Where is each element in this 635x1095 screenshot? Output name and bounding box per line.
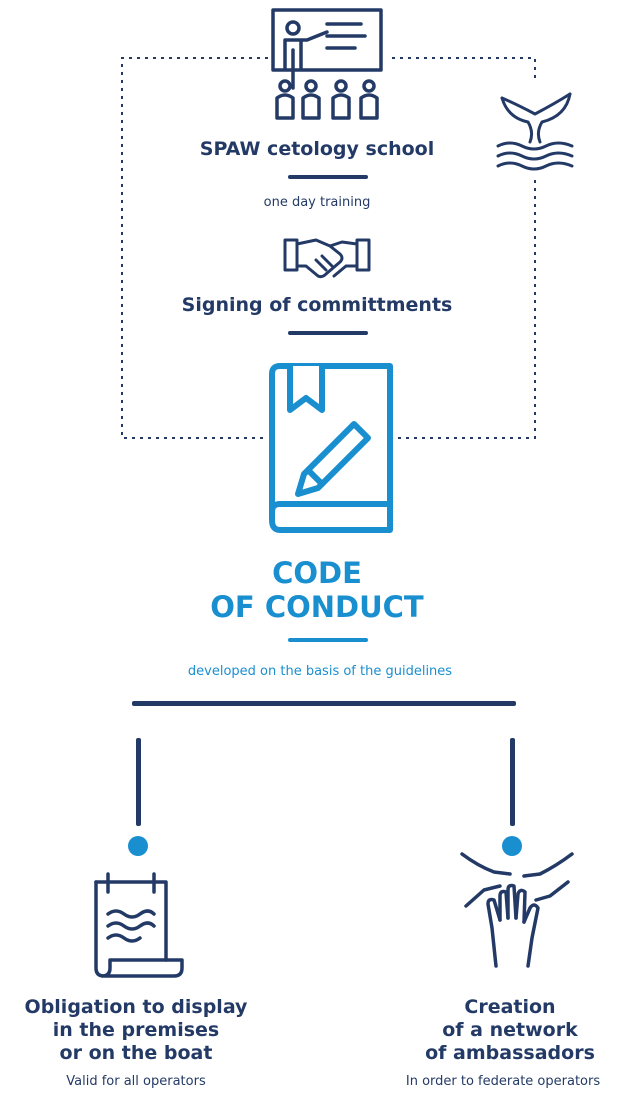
left-branch-line3: or on the boat — [59, 1042, 213, 1064]
code-title: CODE OF CONDUCT — [117, 556, 517, 624]
left-branch-note: Valid for all operators — [66, 1074, 206, 1089]
right-branch-line1: Creation — [464, 996, 556, 1018]
code-divider — [288, 638, 368, 642]
right-branch-line2: of a network — [442, 1019, 578, 1041]
right-branch-line3: of ambassadors — [425, 1042, 595, 1064]
left-branch-line — [136, 738, 141, 826]
left-branch-dot — [128, 836, 148, 856]
code-title-line2: OF CONDUCT — [210, 590, 424, 624]
right-branch-line — [510, 738, 515, 826]
right-branch-note: In order to federate operators — [405, 1074, 601, 1089]
handshake-icon — [283, 238, 371, 279]
stacked-hands-icon — [460, 852, 574, 968]
dotted-frame — [121, 57, 536, 439]
scroll-document-icon — [94, 872, 184, 978]
commitments-title: Signing of committments — [181, 294, 453, 316]
classroom-presentation-icon — [271, 8, 383, 120]
left-branch-line2: in the premises — [52, 1019, 220, 1041]
code-subtitle: developed on the basis of the guidelines — [187, 664, 453, 679]
right-branch-dot — [502, 836, 522, 856]
book-pencil-icon — [269, 363, 393, 533]
code-title-line1: CODE — [272, 556, 362, 590]
left-branch-line1: Obligation to display — [24, 996, 248, 1018]
left-branch-title: Obligation to display in the premises or… — [0, 996, 272, 1065]
right-branch-title: Creation of a network of ambassadors — [372, 996, 635, 1065]
commitments-divider — [288, 331, 368, 335]
training-divider — [288, 175, 368, 179]
branch-horizontal-line — [132, 701, 516, 706]
training-subtitle: one day training — [263, 195, 371, 210]
training-title: SPAW cetology school — [199, 138, 435, 160]
whale-tail-icon — [496, 92, 574, 171]
